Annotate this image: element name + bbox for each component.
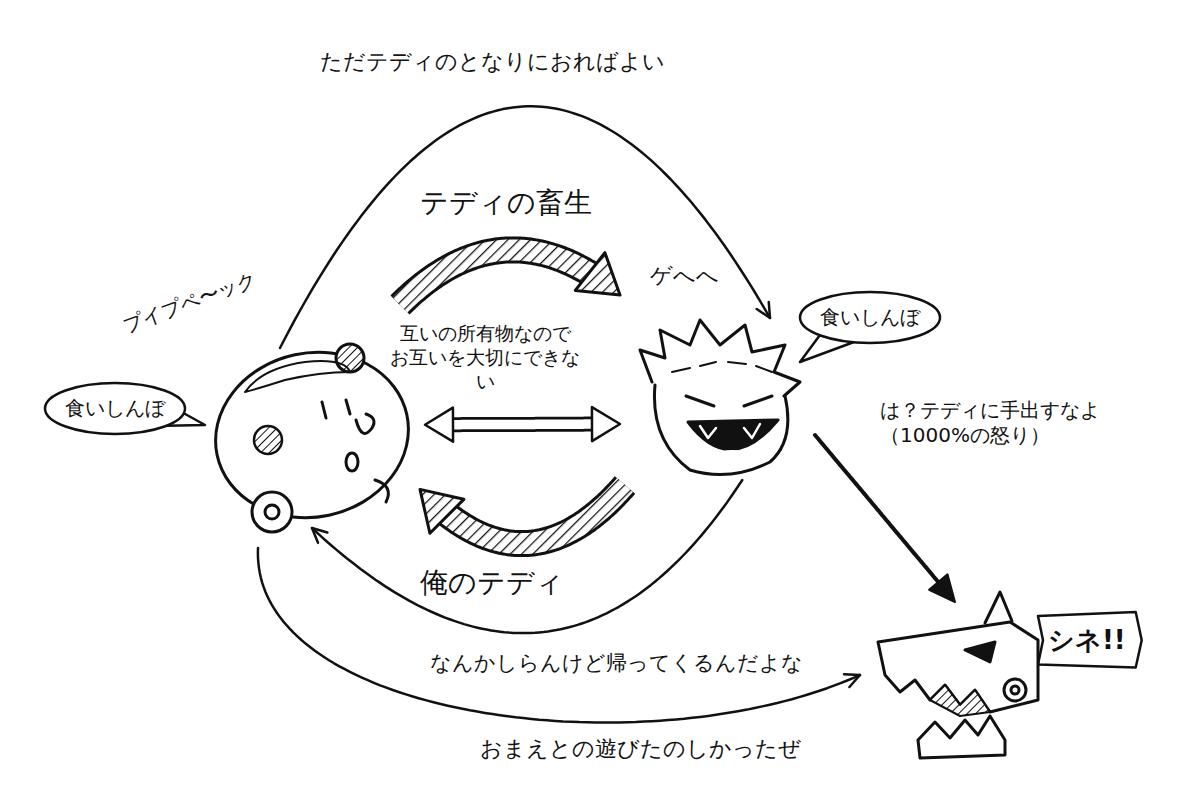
speech-text: 食いしんぼ	[820, 305, 920, 330]
band-outline	[400, 250, 595, 305]
shark-figure	[878, 592, 1038, 758]
relation-arrow	[815, 435, 955, 602]
arrow-head	[844, 674, 860, 687]
arrow-head	[929, 574, 955, 602]
character-node: ゲへへ食いしんぼ	[635, 325, 800, 475]
shaft-fill	[450, 419, 594, 429]
arrow-head	[425, 408, 453, 442]
character-node: プイプペ〜ック食いしんぼ	[215, 350, 410, 520]
arrow-head	[575, 253, 620, 295]
boy-figure	[640, 320, 800, 475]
relation-label: おまえとの遊びたのしかったぜ	[480, 735, 801, 763]
relation-label: ただテディのとなりにおればよい	[320, 48, 665, 76]
arrow-head	[312, 528, 327, 543]
speech-bubble	[45, 383, 185, 434]
speech-bubbles	[45, 292, 1142, 668]
arrow-head	[592, 407, 620, 441]
speech-text: 食いしんぼ	[65, 396, 165, 421]
relation-label: テディの畜生	[420, 185, 592, 220]
relation-arrow	[420, 485, 625, 544]
arrow-line	[815, 435, 941, 585]
voice-text: ゲへへ	[650, 262, 719, 290]
relation-label: 互いの所有物なので お互いを大切にできない	[390, 322, 580, 393]
arrow-head	[757, 302, 770, 318]
speech-bubble	[800, 292, 940, 343]
relation-arrow	[258, 548, 860, 723]
voice-text: プイプペ〜ック	[120, 267, 260, 338]
arrow-head	[420, 489, 464, 533]
relation-arrow	[425, 407, 620, 442]
shaft-outline	[450, 417, 594, 433]
arrow-line	[280, 106, 770, 348]
band-fill	[400, 250, 595, 305]
relation-label: は？テディに手出すなよ （1000%の怒り）	[880, 398, 1130, 448]
relation-arrow	[312, 480, 742, 633]
band-fill	[443, 485, 625, 544]
speech-text: シネ!!	[1048, 624, 1126, 657]
band-outline	[443, 485, 625, 544]
shout-box	[1038, 612, 1142, 668]
relation-arrow	[280, 106, 770, 348]
arrow-line	[312, 480, 742, 633]
character-node: シネ!!	[870, 610, 1030, 760]
arrow-line	[258, 548, 860, 723]
relation-label: なんかしらんけど帰ってくるんだよな	[430, 650, 803, 676]
relation-arrow	[400, 250, 620, 305]
relation-label: 俺のテディ	[420, 565, 564, 600]
